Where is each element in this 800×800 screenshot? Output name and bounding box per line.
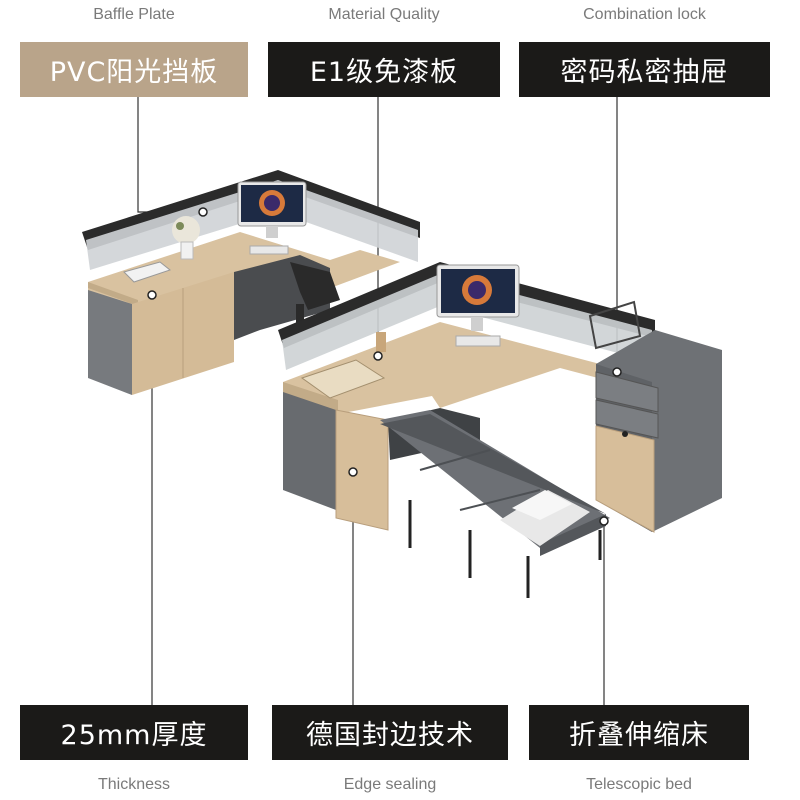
lock-caption: Combination lock xyxy=(583,6,706,23)
material-label: E1级免漆板 xyxy=(268,42,500,97)
thickness-caption: Thickness xyxy=(97,776,171,793)
thickness-label: 25mm厚度 xyxy=(20,705,248,760)
material-caption: Material Quality xyxy=(328,6,440,23)
bed-label: 折叠伸缩床 xyxy=(529,705,749,760)
edge-caption: Edge sealing xyxy=(343,776,437,793)
edge-label: 德国封边技术 xyxy=(272,705,508,760)
baffle-label: PVC阳光挡板 xyxy=(20,42,248,97)
bed-caption: Telescopic bed xyxy=(586,776,692,793)
callout-dots xyxy=(147,207,622,526)
baffle-caption: Baffle Plate xyxy=(93,6,175,23)
lock-label: 密码私密抽屉 xyxy=(519,42,770,97)
